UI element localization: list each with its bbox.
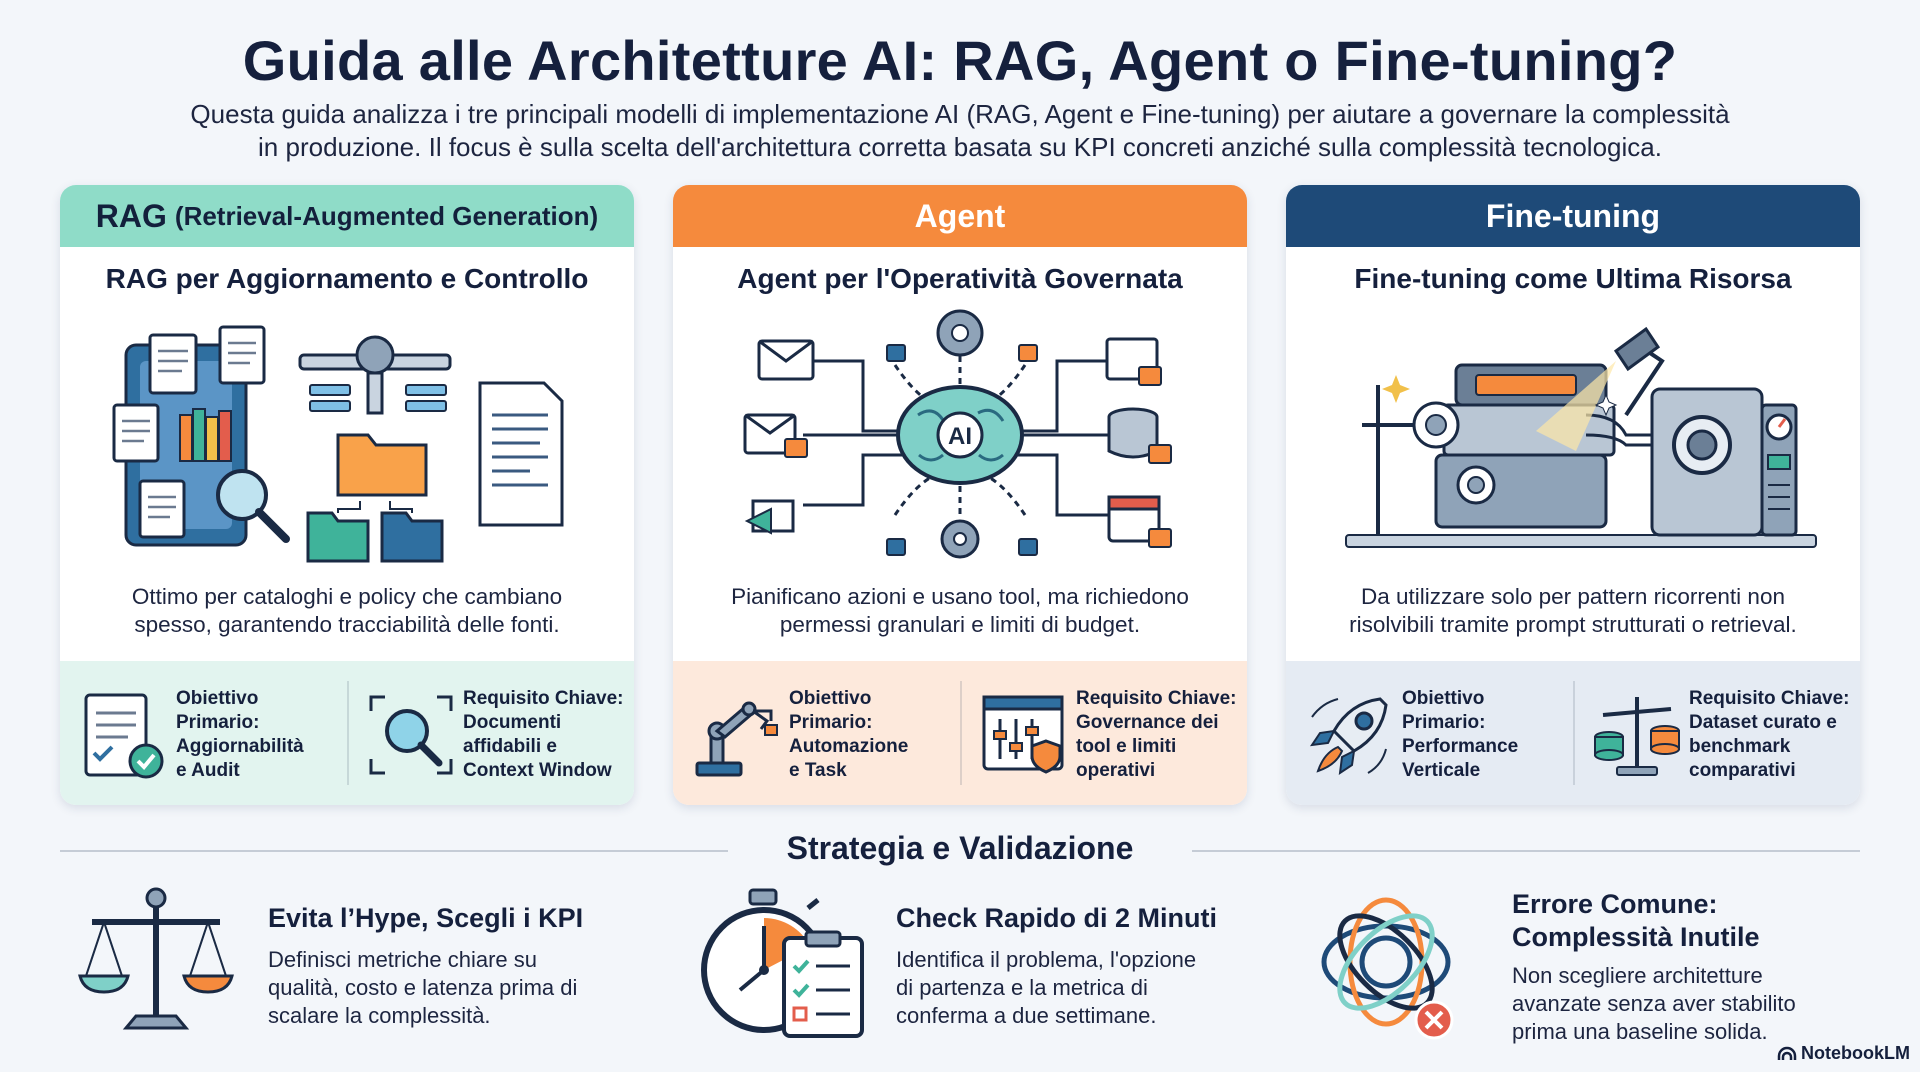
agent-objective: Obiettivo Primario: Automazione e Task bbox=[673, 661, 960, 805]
agent-requirement: Requisito Chiave: Governance dei tool e … bbox=[960, 661, 1247, 805]
strategy-item-3-title-line-1: Errore Comune: bbox=[1512, 889, 1718, 919]
agent-requirement-line-4: operativi bbox=[1076, 760, 1156, 781]
agent-header-main: Agent bbox=[914, 197, 1006, 234]
stopwatch-checklist-icon bbox=[701, 888, 864, 1038]
finetuning-card: Fine-tuning Fine-tuning come Ultima Riso… bbox=[1286, 185, 1860, 805]
finetuning-card-title: Fine-tuning come Ultima Risorsa bbox=[1354, 263, 1792, 294]
agent-objective-label: Obiettivo bbox=[789, 688, 872, 709]
finetuning-requirement-line-2: Dataset curato e bbox=[1689, 712, 1837, 733]
finetuning-card-footer: Obiettivo Primario: Performance Vertical… bbox=[1286, 661, 1860, 805]
rag-requirement-line-2: Documenti bbox=[463, 712, 562, 733]
agent-objective-line-3: Automazione bbox=[789, 736, 909, 757]
rag-objective-line-4: e Audit bbox=[176, 760, 240, 781]
rag-desc-line-1: Ottimo per cataloghi e policy che cambia… bbox=[131, 584, 563, 609]
agent-desc-line-2: permessi granulari e limiti di budget. bbox=[779, 612, 1141, 637]
ai-brain-network-icon: AI bbox=[673, 305, 1247, 755]
strategy-item-2-title: Check Rapido di 2 Minuti bbox=[896, 903, 1218, 933]
page-title: Guida alle Architetture AI: RAG, Agent o… bbox=[242, 29, 1678, 92]
rag-objective-line-3: Aggiornabilità bbox=[176, 736, 304, 757]
strategy-item-3-title-line-2: Complessità Inutile bbox=[1512, 922, 1760, 952]
strategy-item-2-text: Identifica il problema, l'opzione di par… bbox=[896, 946, 1196, 1030]
strategy-item-3-line-3: prima una baseline solida. bbox=[1512, 1019, 1768, 1044]
strategy-section-title: Strategia e Validazione bbox=[786, 830, 1134, 866]
rag-objective: Obiettivo Primario: Aggiornabilità e Aud… bbox=[60, 661, 347, 805]
strategy-item-1-line-2: qualità, costo e latenza prima di bbox=[268, 975, 578, 1000]
rag-requirement-line-4: Context Window bbox=[463, 760, 612, 781]
strategy-item-1-line-1: Definisci metriche chiare su bbox=[268, 947, 537, 972]
balance-dataset-icon bbox=[1594, 697, 1680, 776]
documents-retrieval-icon bbox=[60, 305, 634, 755]
svg-text:AI: AI bbox=[948, 423, 972, 450]
finetuning-requirement-label: Requisito Chiave: bbox=[1689, 688, 1850, 709]
rag-requirement-line-3: affidabili e bbox=[463, 736, 557, 757]
notebooklm-logo-icon bbox=[1777, 1046, 1797, 1060]
finetuning-requirement-line-4: comparativi bbox=[1689, 760, 1796, 781]
subtitle-line-2: in produzione. Il focus è sulla scelta d… bbox=[258, 132, 1662, 162]
agent-card-title: Agent per l'Operatività Governata bbox=[737, 263, 1183, 294]
rag-card-title: RAG per Aggiornamento e Controllo bbox=[105, 263, 589, 294]
finetuning-requirement: Requisito Chiave: Dataset curato e bench… bbox=[1573, 661, 1860, 805]
strategy-item-3-text: Non scegliere architetture avanzate senz… bbox=[1512, 962, 1796, 1046]
rag-requirement-label: Requisito Chiave: bbox=[463, 688, 624, 709]
brand-name: NotebookLM bbox=[1801, 1043, 1910, 1063]
agent-requirement-line-2: Governance dei bbox=[1076, 712, 1219, 733]
rag-header-sub: (Retrieval-Augmented Generation) bbox=[174, 200, 599, 231]
finetuning-objective-line-4: Verticale bbox=[1402, 760, 1481, 781]
agent-card: Agent Agent per l'Operatività Governata … bbox=[673, 185, 1247, 805]
section-divider-right bbox=[1192, 850, 1860, 852]
rag-card-footer: Obiettivo Primario: Aggiornabilità e Aud… bbox=[60, 661, 634, 805]
finetuning-objective-label: Obiettivo bbox=[1402, 688, 1485, 709]
finetuning-card-header: Fine-tuning bbox=[1286, 185, 1860, 247]
agent-requirement-label: Requisito Chiave: bbox=[1076, 688, 1237, 709]
section-divider-left bbox=[60, 850, 728, 852]
agent-objective-line-4: e Task bbox=[789, 760, 847, 781]
rag-objective-line-2: Primario: bbox=[176, 712, 260, 733]
rag-card-description: Ottimo per cataloghi e policy che cambia… bbox=[80, 583, 614, 639]
strategy-item-1-text: Definisci metriche chiare su qualità, co… bbox=[268, 946, 577, 1030]
finetuning-desc-line-2: risolvibili tramite prompt strutturati o… bbox=[1349, 612, 1797, 637]
balance-scale-icon bbox=[78, 887, 234, 1030]
strategy-item-1-title: Evita l’Hype, Scegli i KPI bbox=[268, 903, 584, 933]
subtitle-line-1: Questa guida analizza i tre principali m… bbox=[190, 99, 1730, 129]
rag-objective-label: Obiettivo bbox=[176, 688, 259, 709]
finetuning-header-main: Fine-tuning bbox=[1485, 197, 1661, 234]
strategy-item-3-line-1: Non scegliere architetture bbox=[1512, 963, 1763, 988]
agent-card-footer: Obiettivo Primario: Automazione e Task R… bbox=[673, 661, 1247, 805]
rag-card-header: RAG (Retrieval-Augmented Generation) bbox=[60, 185, 634, 247]
strategy-item-2-line-3: conferma a due settimane. bbox=[896, 1003, 1157, 1028]
finetuning-requirement-line-3: benchmark bbox=[1689, 736, 1791, 757]
agent-requirement-line-3: tool e limiti bbox=[1076, 736, 1177, 757]
document-check-icon bbox=[84, 693, 164, 779]
strategy-item-1-line-3: scalare la complessità. bbox=[268, 1003, 491, 1028]
finetuning-desc-line-1: Da utilizzare solo per pattern ricorrent… bbox=[1361, 584, 1785, 609]
finetuning-objective: Obiettivo Primario: Performance Vertical… bbox=[1286, 661, 1573, 805]
rag-header-main: RAG bbox=[95, 197, 167, 234]
agent-card-header: Agent bbox=[673, 185, 1247, 247]
rag-desc-line-2: spesso, garantendo tracciabilità delle f… bbox=[134, 612, 560, 637]
robot-arm-icon bbox=[695, 701, 778, 777]
rocket-icon bbox=[1309, 697, 1388, 776]
agent-card-description: Pianificano azioni e usano tool, ma rich… bbox=[693, 583, 1227, 639]
strategy-item-3-line-2: avanzate senza aver stabilito bbox=[1512, 991, 1796, 1016]
magnifier-focus-icon bbox=[369, 695, 453, 775]
engine-tuning-icon bbox=[1286, 305, 1860, 755]
rag-requirement: Requisito Chiave: Documenti affidabili e… bbox=[347, 661, 634, 805]
rag-card: RAG (Retrieval-Augmented Generation) RAG… bbox=[60, 185, 634, 805]
strategy-item-2-line-1: Identifica il problema, l'opzione bbox=[896, 947, 1197, 972]
control-panel-shield-icon bbox=[982, 695, 1064, 774]
strategy-item-3-title: Errore Comune: Complessità Inutile bbox=[1512, 888, 1760, 954]
finetuning-card-description: Da utilizzare solo per pattern ricorrent… bbox=[1306, 583, 1840, 639]
page-subtitle: Questa guida analizza i tre principali m… bbox=[160, 98, 1760, 164]
strategy-item-2-line-2: di partenza e la metrica di bbox=[896, 975, 1148, 1000]
agent-objective-line-2: Primario: bbox=[789, 712, 873, 733]
agent-desc-line-1: Pianificano azioni e usano tool, ma rich… bbox=[731, 584, 1189, 609]
tangled-knot-error-icon bbox=[1321, 897, 1454, 1040]
finetuning-objective-line-3: Performance bbox=[1402, 736, 1519, 757]
brand-mark: NotebookLM bbox=[1777, 1043, 1910, 1064]
finetuning-objective-line-2: Primario: bbox=[1402, 712, 1486, 733]
